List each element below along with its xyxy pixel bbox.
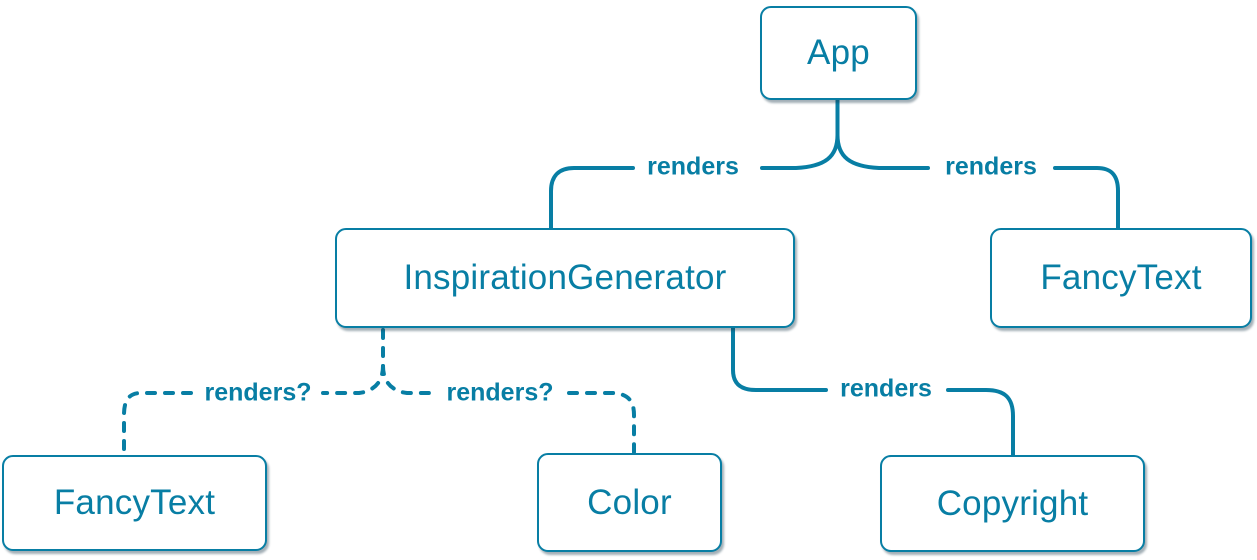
edge-inspirationgenerator-fancytext-left-end xyxy=(122,391,193,457)
edge-inspirationgenerator-copyright-start xyxy=(731,326,828,392)
node-app: App xyxy=(760,6,917,100)
node-fancy-text-top: FancyText xyxy=(990,228,1252,328)
edge-app-stem xyxy=(760,98,840,170)
node-color: Color xyxy=(537,453,722,552)
edge-app-inspirationgenerator-left xyxy=(549,166,635,230)
edge-app-fancytext-right-end xyxy=(1053,166,1120,231)
node-inspiration-generator: InspirationGenerator xyxy=(335,228,795,328)
node-fancy-text-bottom: FancyText xyxy=(2,455,267,551)
edge-inspirationgenerator-copyright-end xyxy=(946,388,1015,457)
edge-label-app-fancytext: renders xyxy=(945,152,1037,181)
edge-app-fancytext-right-start xyxy=(835,133,930,170)
edge-inspirationgenerator-fancytext-left-start xyxy=(321,364,385,395)
node-copyright: Copyright xyxy=(880,455,1145,552)
node-color-label: Color xyxy=(587,482,672,522)
edge-inspirationgenerator-color-end xyxy=(567,391,636,455)
node-fancy-text-top-label: FancyText xyxy=(1040,258,1202,297)
node-fancy-text-bottom-label: FancyText xyxy=(53,483,216,522)
node-inspiration-generator-label: InspirationGenerator xyxy=(403,258,727,297)
edge-label-inspirationgenerator-fancytext: renders? xyxy=(204,378,312,407)
edge-label-app-inspirationgenerator: renders xyxy=(647,152,739,181)
node-app-label: App xyxy=(807,33,870,72)
edge-inspirationgenerator-color-start xyxy=(381,364,436,395)
edge-label-inspirationgenerator-color: renders? xyxy=(446,378,554,407)
node-copyright-label: Copyright xyxy=(936,483,1089,523)
edge-label-inspirationgenerator-copyright: renders xyxy=(840,374,932,403)
